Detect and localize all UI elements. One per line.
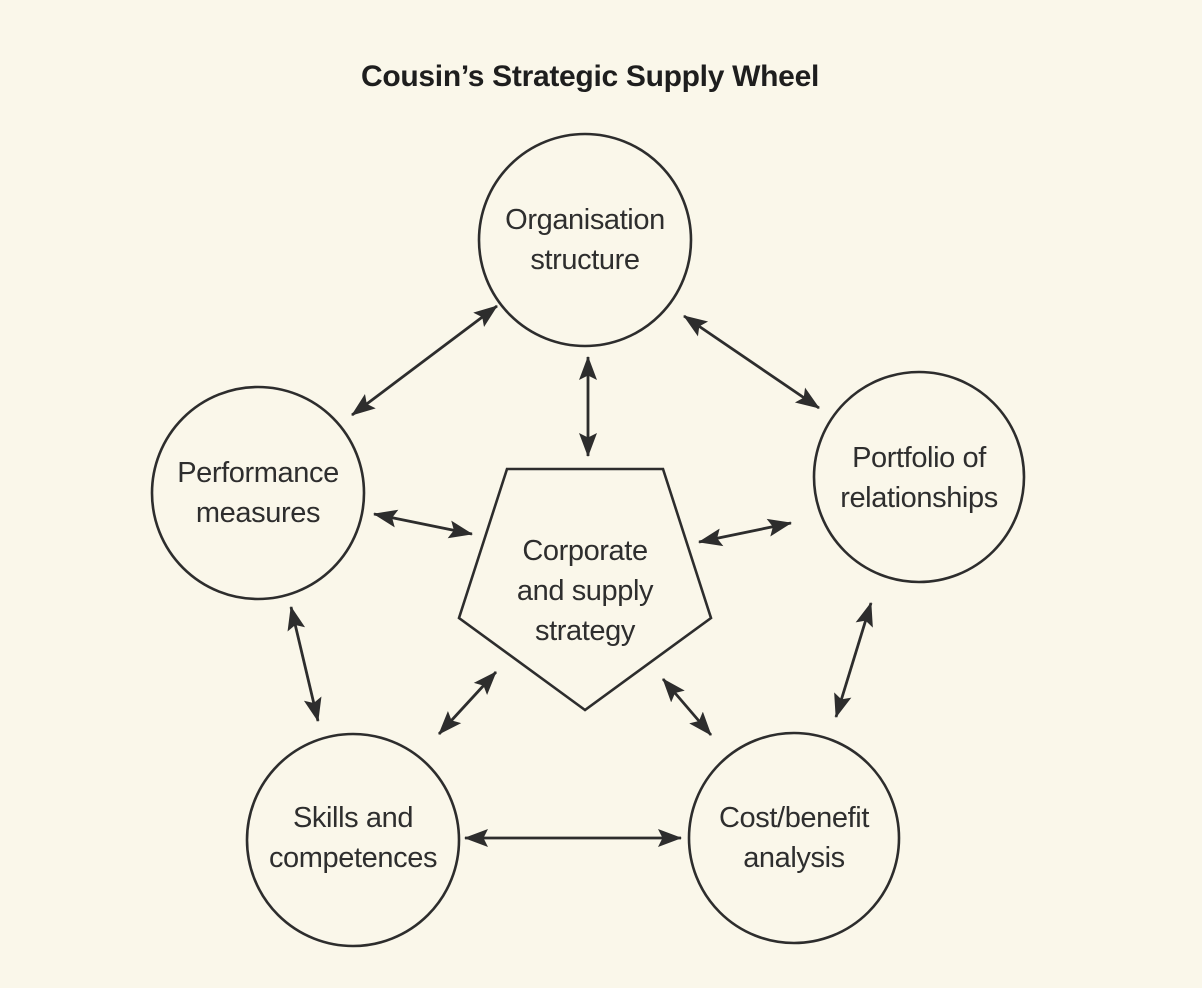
- node-label-portfolio-of-relationships: Portfolio of relationships: [840, 442, 998, 514]
- arrow-organisation-portfolio: [683, 314, 820, 410]
- diagram-title: Cousin’s Strategic Supply Wheel: [360, 60, 819, 93]
- arrow-hub-portfolio: [698, 518, 792, 547]
- arrow-hub-performance: [373, 509, 473, 539]
- organisation-structure-circle: [477, 132, 693, 348]
- node-label-organisation-structure: Organisation structure: [505, 204, 665, 276]
- node-label-skills-and-competences: Skills and competences: [268, 802, 438, 874]
- node-label-performance-measures: Performance measures: [177, 457, 339, 529]
- cost-benefit-analysis-circle: [687, 731, 901, 945]
- arrow-portfolio-costbenefit: [834, 602, 873, 718]
- node-label-cost-benefit-analysis: Cost/benefit analysis: [719, 802, 869, 874]
- arrow-hub-skills: [437, 671, 498, 735]
- node-label-corporate-and-supply-strategy: Corporate and supply strategy: [516, 535, 654, 647]
- skills-and-competences-circle: [245, 732, 461, 948]
- strategy-pentagon: [457, 467, 713, 712]
- arrow-organisation-performance: [351, 304, 498, 417]
- portfolio-of-relationships-circle: [812, 370, 1026, 584]
- arrow-performance-skills: [287, 606, 322, 722]
- performance-measures-circle: [150, 385, 366, 601]
- arrow-hub-costbenefit: [661, 678, 713, 736]
